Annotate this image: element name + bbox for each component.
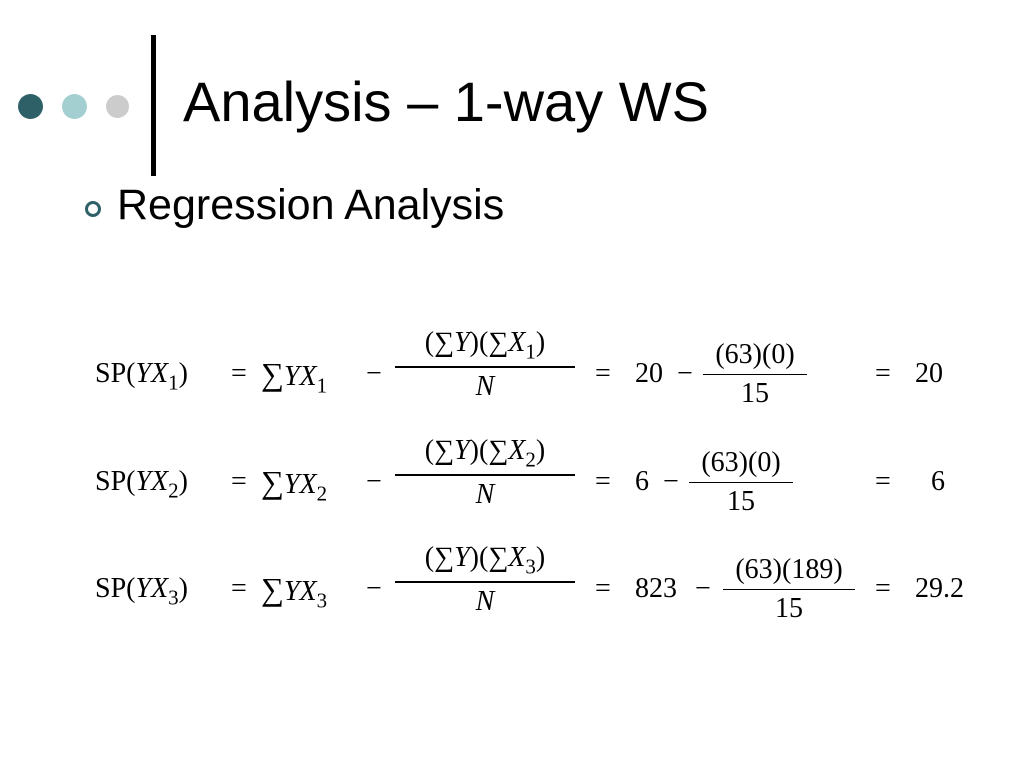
calc-fraction: (63)(0) 15 (703, 339, 807, 410)
equals-sign: = (231, 466, 247, 497)
minus-sign: − (366, 466, 382, 497)
calc-numerator: (63)(0) (701, 447, 781, 478)
equals-sign: = (875, 573, 891, 604)
dark-dot-icon (18, 94, 43, 119)
minus-sign: − (695, 573, 711, 604)
slide-title: Analysis – 1-way WS (183, 70, 709, 133)
equation-lhs: SP(YX3) (95, 573, 188, 610)
base-value: 6 (635, 466, 649, 497)
equals-sign: = (595, 466, 611, 497)
equation-lhs: SP(YX1) (95, 358, 188, 395)
equation-lhs: SP(YX2) (95, 466, 188, 503)
fraction-denominator: N (475, 478, 495, 510)
bullet-text: Regression Analysis (117, 181, 505, 229)
calc-denominator: 15 (727, 486, 755, 518)
fraction-bar (703, 373, 807, 376)
sum-term: ∑YX2 (261, 464, 328, 506)
title-divider (151, 35, 156, 176)
fraction-bar (723, 588, 855, 591)
fraction-denominator: N (475, 585, 495, 617)
formula-fraction: (∑Y)(∑X2) N (395, 435, 575, 511)
equation-row-3: SP(YX3) = ∑YX3 − (∑Y)(∑X3) N = 823 − (63… (95, 542, 985, 653)
equation-row-2: SP(YX2) = ∑YX2 − (∑Y)(∑X2) N = 6 − (63)(… (95, 435, 985, 546)
equation-row-1: SP(YX1) = ∑YX1 − (∑Y)(∑X1) N = 20 − (63)… (95, 327, 985, 438)
minus-sign: − (366, 573, 382, 604)
equals-sign: = (231, 573, 247, 604)
sum-term: ∑YX1 (261, 356, 328, 398)
bullet-ring-icon (85, 201, 101, 217)
equals-sign: = (875, 358, 891, 389)
result-value: 20 (915, 358, 943, 389)
formula-fraction: (∑Y)(∑X1) N (395, 327, 575, 403)
equals-sign: = (595, 358, 611, 389)
calc-fraction: (63)(189) 15 (723, 554, 855, 625)
gray-dot-icon (106, 95, 129, 118)
equals-sign: = (875, 466, 891, 497)
minus-sign: − (663, 466, 679, 497)
calc-denominator: 15 (775, 593, 803, 625)
fraction-bar (395, 581, 575, 583)
sum-term: ∑YX3 (261, 571, 328, 613)
fraction-bar (395, 366, 575, 368)
fraction-numerator: (∑Y)(∑X2) (424, 435, 546, 472)
equals-sign: = (595, 573, 611, 604)
light-dot-icon (62, 94, 87, 119)
calc-denominator: 15 (741, 378, 769, 410)
calc-numerator: (63)(189) (735, 554, 843, 585)
minus-sign: − (677, 358, 693, 389)
base-value: 823 (635, 573, 677, 604)
fraction-denominator: N (475, 370, 495, 402)
minus-sign: − (366, 358, 382, 389)
equals-sign: = (231, 358, 247, 389)
result-value: 29.2 (915, 573, 964, 604)
fraction-bar (395, 474, 575, 476)
formula-fraction: (∑Y)(∑X3) N (395, 542, 575, 618)
fraction-bar (689, 481, 793, 484)
calc-numerator: (63)(0) (715, 339, 795, 370)
base-value: 20 (635, 358, 663, 389)
fraction-numerator: (∑Y)(∑X3) (424, 542, 546, 579)
fraction-numerator: (∑Y)(∑X1) (424, 327, 546, 364)
calc-fraction: (63)(0) 15 (689, 447, 793, 518)
result-value: 6 (931, 466, 945, 497)
